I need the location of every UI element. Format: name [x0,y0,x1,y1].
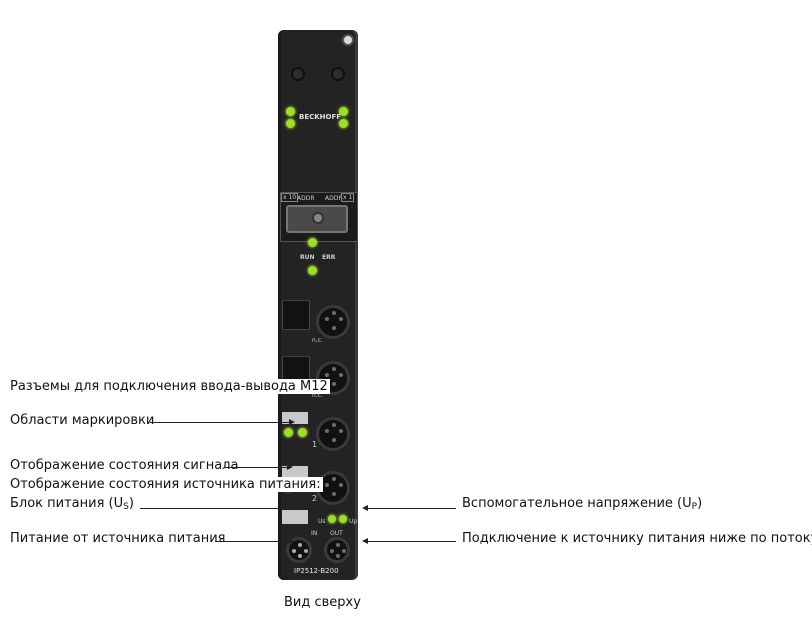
run-label: RUN [300,254,315,261]
marking-area [282,412,308,424]
m12-connector-nc1[interactable] [316,305,350,339]
out-mark: OUT [330,530,343,537]
pointer-line [368,508,456,509]
nc2-label: n.c. [312,392,323,399]
err-label: ERR [322,254,336,261]
err-led [308,266,317,275]
addr-left-label: ADDR [297,195,315,202]
us-label: Us [318,518,326,525]
addr-right-label: ADDR [325,195,343,202]
up-label: Up [349,518,358,525]
top-screw-left [291,67,305,81]
in-mark: IN [311,530,318,537]
pointer-arrow [362,538,368,544]
label-supply-us: Блок питания (US) [10,496,134,512]
up-led [339,515,347,523]
label-supply-status: Отображение состояния источника питания: [10,477,323,492]
address-switch[interactable] [312,212,324,224]
label-marking: Области маркировки [10,413,155,428]
pointer-line [224,467,288,468]
address-window [286,205,348,233]
status-led [339,107,348,116]
model-label: IP2512-B200 [294,567,339,575]
device-housing: BECKHOFF x 10 ADDR ADDR x 1 RUN ERR n.c.… [278,30,358,580]
label-power-feed: Питание от источника питания [10,531,226,546]
status-led [339,119,348,128]
m12-connector-1[interactable] [316,417,350,451]
channel-2-label: 2 [312,494,318,503]
mult-right-label: x 1 [341,193,355,202]
pointer-arrow [333,505,339,511]
mounting-hole [342,34,354,46]
brand-logo: BECKHOFF [299,113,342,121]
status-led [286,107,295,116]
label-m12-io: Разъемы для подключения ввода-вывода M12 [10,379,330,394]
channel-1-label: 1 [312,440,318,449]
mult-left-label: x 10 [281,193,299,202]
pointer-arrow [362,505,368,511]
us-led [328,515,336,523]
pointer-arrow [288,538,294,544]
signal-led [284,428,293,437]
pointer-arrow [287,464,293,470]
top-screw-right [331,67,345,81]
pointer-line [150,422,290,423]
label-signal-status: Отображение состояния сигнала [10,458,239,473]
pointer-line [368,541,456,542]
pointer-line [140,508,333,509]
pointer-line [215,541,289,542]
marking-slot [282,300,310,330]
run-led [308,238,317,247]
status-led [286,119,295,128]
pointer-arrow [289,419,295,425]
label-downstream: Подключение к источнику питания ниже по … [462,531,812,546]
nc1-label: n.c. [312,337,323,344]
power-out-connector[interactable] [324,537,350,563]
caption-top-view: Вид сверху [284,595,361,610]
label-aux-voltage: Вспомогательное напряжение (UP) [462,496,703,512]
marking-area [282,510,308,524]
signal-led [298,428,307,437]
